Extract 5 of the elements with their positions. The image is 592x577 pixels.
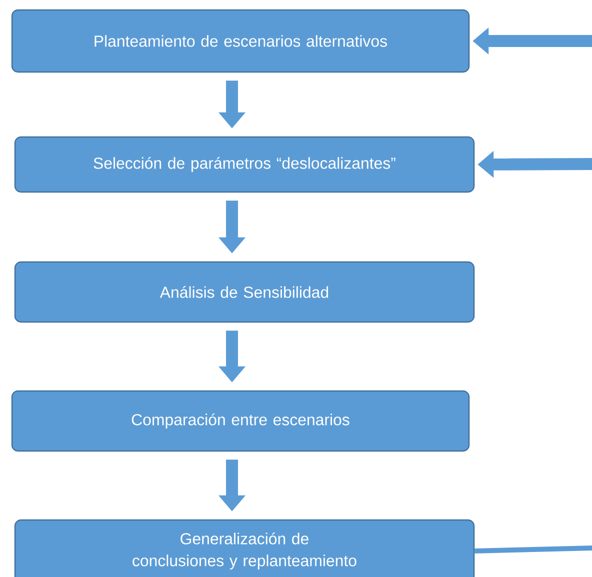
process-box: Análisis de Sensibilidad <box>14 261 475 323</box>
process-box: Selección de parámetros “deslocalizantes” <box>14 136 475 193</box>
process-box: Comparación entre escenarios <box>11 390 470 452</box>
process-box: Generalización de conclusiones y replanteamiento <box>14 519 475 577</box>
process-box: Planteamiento de escenarios alternativos <box>11 9 470 73</box>
